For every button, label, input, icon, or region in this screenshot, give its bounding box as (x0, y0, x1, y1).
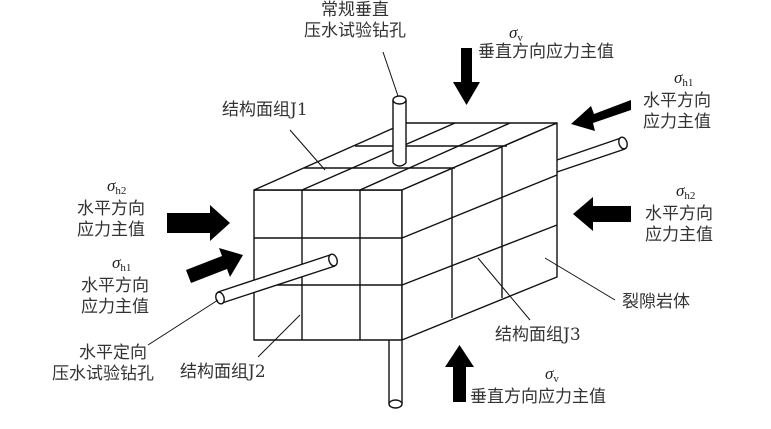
label-sigma-v-top: 垂直方向应力主值 (478, 42, 614, 62)
label-sigma-h1-right: 水平方向 应力主值 (643, 91, 711, 133)
symbol-sigma-v-top: σv (509, 23, 523, 44)
symbol-sigma-h1-left: σh1 (112, 253, 132, 274)
label-sigma-h2-right-line2: 应力主值 (645, 225, 713, 245)
label-vertical-borehole-line1: 常规垂直 (321, 0, 389, 20)
arrow-sigma-h1-right (571, 100, 631, 131)
label-horizontal-borehole-line1: 水平定向 (79, 343, 147, 363)
label-horizontal-borehole: 水平定向 压水试验钻孔 (38, 343, 168, 385)
symbol-sigma-h1-right: σh1 (674, 68, 694, 89)
symbol-sigma-h2-left: σh2 (107, 176, 127, 197)
label-sigma-h1-right-line1: 水平方向 (643, 91, 711, 111)
label-sigma-h1-right-line2: 应力主值 (643, 112, 711, 132)
arrow-sigma-v-top (453, 48, 480, 105)
label-sigma-h2-right-line1: 水平方向 (645, 204, 713, 224)
arrow-sigma-h2-left (167, 205, 230, 241)
vertical-borehole-bottom (388, 340, 403, 409)
top-grid-d2 (359, 122, 511, 191)
label-vertical-borehole: 常规垂直 压水试验钻孔 (295, 0, 415, 42)
leader-vertical-borehole (382, 51, 399, 97)
horizontal-borehole-front (215, 253, 338, 305)
leader-j3 (477, 257, 531, 321)
label-sigma-h2-left: 水平方向 应力主值 (77, 199, 145, 241)
top-grid-d1 (301, 122, 456, 191)
label-horizontal-borehole-line2: 压水试验钻孔 (52, 364, 154, 384)
symbol-sigma-h2-right: σh2 (676, 181, 696, 202)
label-j3: 结构面组J3 (495, 325, 581, 345)
label-sigma-h2-left-line1: 水平方向 (77, 199, 145, 219)
leader-horizontal-borehole (147, 299, 219, 346)
horizontal-borehole-back (556, 136, 628, 173)
leader-rock-mass (544, 257, 616, 301)
arrow-sigma-h1-left (186, 248, 243, 283)
label-vertical-borehole-line2: 压水试验钻孔 (304, 21, 406, 41)
label-sigma-h1-left-line1: 水平方向 (81, 276, 149, 296)
label-sigma-h1-left-line2: 应力主值 (81, 297, 149, 317)
label-j1: 结构面组J1 (222, 100, 308, 120)
label-j2: 结构面组J2 (180, 362, 266, 382)
label-rock-mass: 裂隙岩体 (622, 292, 690, 312)
right-grid-h1 (401, 174, 558, 239)
vertical-borehole-top (392, 95, 407, 167)
label-sigma-h2-left-line2: 应力主值 (77, 220, 145, 240)
symbol-sigma-v-bottom: σv (545, 364, 559, 385)
leader-j1 (289, 129, 326, 171)
right-grid-h2 (401, 224, 558, 286)
label-sigma-v-bottom: 垂直方向应力主值 (470, 387, 606, 407)
leader-j2 (257, 314, 301, 358)
arrow-sigma-v-bottom (445, 345, 474, 402)
arrow-sigma-h2-right (573, 197, 631, 231)
label-sigma-h1-left: 水平方向 应力主值 (81, 276, 149, 318)
label-sigma-h2-right: 水平方向 应力主值 (645, 204, 713, 246)
